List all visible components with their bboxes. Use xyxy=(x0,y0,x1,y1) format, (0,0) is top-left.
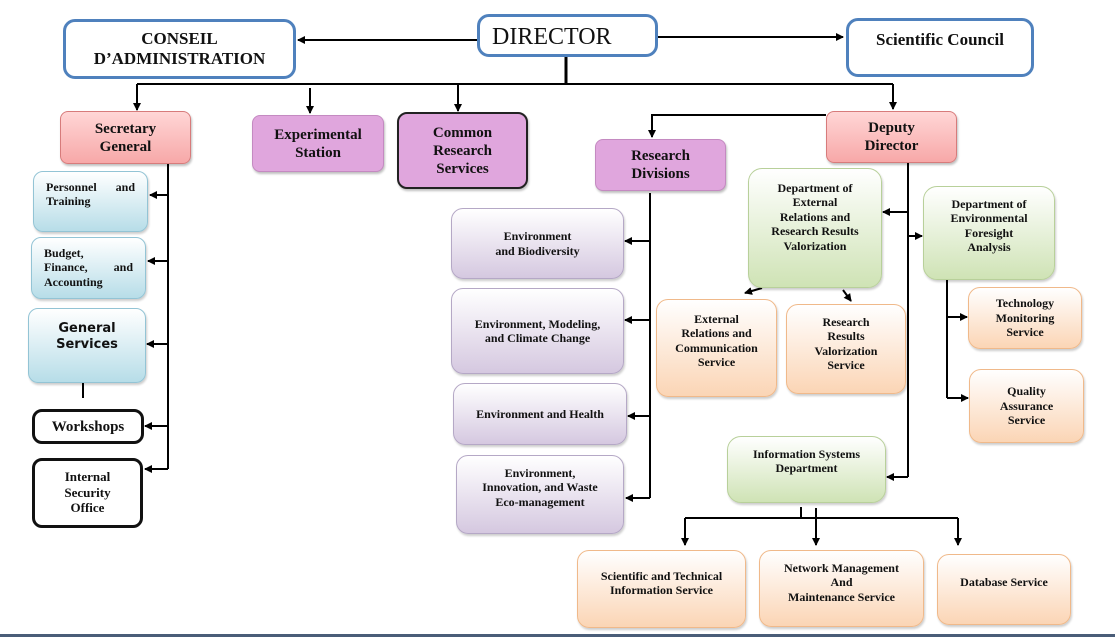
dept-foresight-label-line3: Foresight xyxy=(964,225,1014,240)
external-comm-label-line3: Communication xyxy=(675,340,758,355)
personnel-training-box[interactable]: Personnel and Training xyxy=(33,171,148,232)
dept-foresight-label-line1: Department of xyxy=(951,197,1027,211)
dept-external-label-line1: Department of xyxy=(777,181,853,195)
personnel-label-line1: Personnel and xyxy=(46,180,135,194)
external-comm-label-line2: Relations and xyxy=(681,326,752,341)
dept-external-label-line5: Valorization xyxy=(783,238,847,253)
bottom-border-bar xyxy=(0,634,1115,637)
network-mgmt-label-line1: Network Management xyxy=(784,561,899,575)
network-mgmt-service-box[interactable]: Network Management And Maintenance Servi… xyxy=(759,550,924,627)
database-label: Database Service xyxy=(960,575,1048,589)
internal-security-label-line1: Internal xyxy=(64,469,111,484)
dept-external-label-line3: Relations and xyxy=(779,209,851,224)
quality-assurance-label-line3: Service xyxy=(1007,413,1046,428)
env-modeling-box[interactable]: Environment, Modeling, and Climate Chang… xyxy=(451,288,624,374)
experimental-station-label-line2: Station xyxy=(295,144,341,161)
sci-tech-info-label-line1: Scientific and Technical xyxy=(600,569,723,583)
internal-security-box[interactable]: Internal Security Office xyxy=(32,458,143,528)
quality-assurance-label-line2: Assurance xyxy=(999,398,1054,413)
tech-monitoring-label-line2: Monitoring xyxy=(995,310,1055,325)
results-valorization-label-line2: Results xyxy=(827,329,865,344)
quality-assurance-service-box[interactable]: Quality Assurance Service xyxy=(969,369,1084,443)
conseil-label-line1: CONSEIL xyxy=(141,28,218,48)
results-valorization-label-line1: Research xyxy=(822,315,870,329)
conseil-box[interactable]: CONSEIL D’ADMINISTRATION xyxy=(63,19,296,79)
env-biodiversity-label-line2: and Biodiversity xyxy=(495,243,580,258)
research-divisions-label-line1: Research xyxy=(631,148,690,164)
research-divisions-label-line2: Divisions xyxy=(631,166,690,182)
env-health-label: Environment and Health xyxy=(476,406,604,421)
secretary-general-label-line1: Secretary xyxy=(94,120,157,137)
env-biodiversity-box[interactable]: Environment and Biodiversity xyxy=(451,208,624,279)
external-comm-label-line4: Service xyxy=(697,355,736,370)
conseil-label-line2: D’ADMINISTRATION xyxy=(93,49,266,68)
dept-external-label-line2: External xyxy=(792,195,838,210)
scientific-council-label: Scientific Council xyxy=(876,30,1004,49)
info-systems-department-box[interactable]: Information Systems Department xyxy=(727,436,886,503)
common-research-label-line2: Research xyxy=(433,142,492,159)
secretary-general-box[interactable]: Secretary General xyxy=(60,111,191,164)
env-health-box[interactable]: Environment and Health xyxy=(453,383,627,445)
experimental-station-box[interactable]: Experimental Station xyxy=(252,115,384,172)
dept-foresight-label-line4: Analysis xyxy=(967,240,1011,255)
env-innovation-label-line1: Environment, xyxy=(504,466,576,480)
director-box[interactable]: DIRECTOR xyxy=(477,14,658,57)
sci-tech-info-label-line2: Information Service xyxy=(610,583,713,598)
internal-security-label-line3: Office xyxy=(70,500,105,516)
workshops-label: Workshops xyxy=(51,418,125,435)
dept-external-relations-box[interactable]: Department of External Relations and Res… xyxy=(748,168,882,288)
deputy-director-label-line2: Director xyxy=(864,138,919,154)
edge-to-external-comm xyxy=(744,287,763,295)
tech-monitoring-label-line3: Service xyxy=(1006,325,1044,340)
tech-monitoring-service-box[interactable]: Technology Monitoring Service xyxy=(968,287,1082,349)
external-comm-label-line1: External xyxy=(694,312,739,326)
scientific-council-box[interactable]: Scientific Council xyxy=(846,18,1034,77)
env-biodiversity-label-line1: Environment xyxy=(503,229,572,244)
experimental-station-label-line1: Experimental xyxy=(274,126,362,143)
results-valorization-label-line4: Service xyxy=(827,358,865,373)
common-research-label-line3: Services xyxy=(436,160,489,177)
deputy-director-label-line1: Deputy xyxy=(868,120,915,136)
edge-deputy-research-divisions xyxy=(648,114,826,138)
info-systems-label-line1: Information Systems xyxy=(753,447,860,461)
budget-label-line2: Finance, and xyxy=(44,260,133,275)
internal-security-label-line2: Security xyxy=(64,484,111,500)
edge-to-results-valorization xyxy=(842,289,852,302)
database-service-box[interactable]: Database Service xyxy=(937,554,1071,625)
deputy-director-box[interactable]: Deputy Director xyxy=(826,111,957,163)
env-innovation-label-line3: Eco-management xyxy=(495,494,585,509)
dept-external-label-line4: Research Results xyxy=(771,224,859,239)
budget-finance-box[interactable]: Budget, Finance, and Accounting xyxy=(31,237,146,299)
env-modeling-label-line1: Environment, Modeling, xyxy=(474,316,601,331)
results-valorization-label-line3: Valorization xyxy=(814,343,878,358)
dept-foresight-label-line2: Environmental xyxy=(950,211,1028,226)
env-innovation-box[interactable]: Environment, Innovation, and Waste Eco-m… xyxy=(456,455,624,534)
general-services-label-line2: Services xyxy=(56,336,118,352)
director-label: DIRECTOR xyxy=(492,24,612,50)
common-research-label-line1: Common xyxy=(432,124,493,141)
quality-assurance-label-line1: Quality xyxy=(1007,384,1046,399)
tech-monitoring-label-line1: Technology xyxy=(995,296,1055,311)
budget-label-line1: Budget, xyxy=(44,246,84,260)
budget-label-line3: Accounting xyxy=(44,274,103,289)
common-research-services-box[interactable]: Common Research Services xyxy=(397,112,528,189)
info-systems-label-line2: Department xyxy=(775,461,838,476)
secretary-general-label-line2: General xyxy=(99,138,152,155)
env-innovation-label-line2: Innovation, and Waste xyxy=(482,480,598,495)
workshops-box[interactable]: Workshops xyxy=(32,409,144,444)
general-services-label-line1: General xyxy=(58,321,116,336)
results-valorization-service-box[interactable]: Research Results Valorization Service xyxy=(786,304,906,394)
network-mgmt-label-line2: And xyxy=(830,575,853,590)
dept-environmental-foresight-box[interactable]: Department of Environmental Foresight An… xyxy=(923,186,1055,280)
env-modeling-label-line2: and Climate Change xyxy=(484,331,591,345)
research-divisions-box[interactable]: Research Divisions xyxy=(595,139,726,191)
general-services-box[interactable]: General Services xyxy=(28,308,146,383)
personnel-label-line2: Training xyxy=(46,194,91,209)
sci-tech-info-service-box[interactable]: Scientific and Technical Information Ser… xyxy=(577,550,746,628)
network-mgmt-label-line3: Maintenance Service xyxy=(788,589,895,604)
external-comm-service-box[interactable]: External Relations and Communication Ser… xyxy=(656,299,777,397)
